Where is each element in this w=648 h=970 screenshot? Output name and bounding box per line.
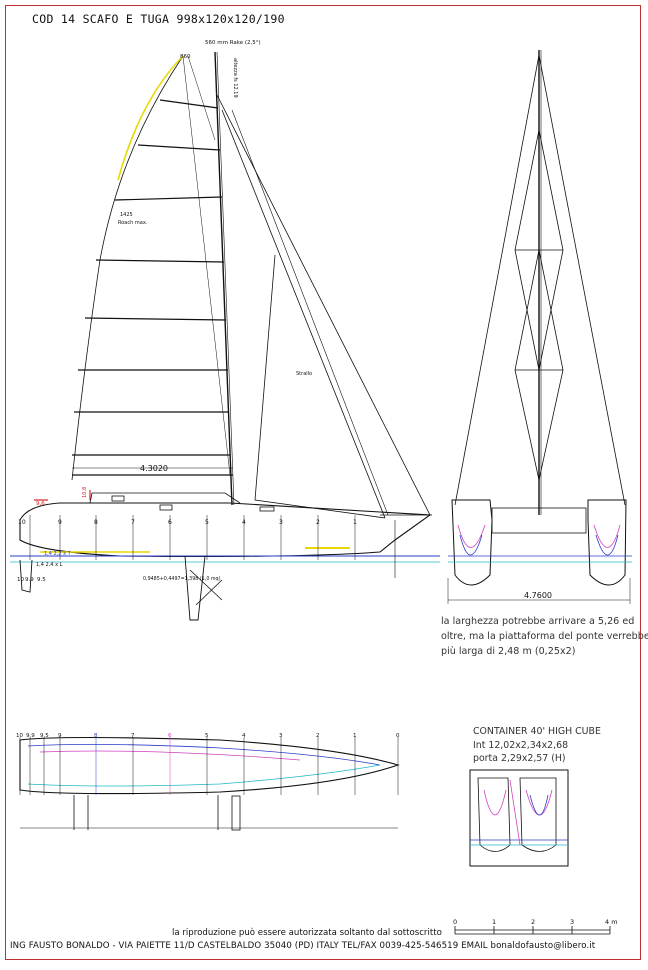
svg-text:4 m: 4 m: [605, 918, 618, 926]
plan-station-labels: 10 9.9 9.5 9 8 7 6 5 4 3 2 1 0: [16, 733, 400, 739]
beam-dimension-label: 4.7600: [524, 591, 552, 600]
svg-text:9.9: 9.9: [25, 577, 34, 583]
svg-text:10: 10: [18, 519, 26, 526]
svg-text:2: 2: [316, 733, 320, 739]
sail-plan: [10, 51, 440, 621]
svg-text:1: 1: [353, 519, 357, 526]
reproduction-notice: la riproduzione può essere autorizzata s…: [172, 928, 442, 938]
container-note: CONTAINER 40' HIGH CUBE Int 12,02x2,34x2…: [473, 725, 601, 766]
svg-text:4: 4: [242, 733, 246, 739]
forestay: [216, 94, 431, 516]
svg-text:3: 3: [279, 519, 283, 526]
svg-text:1: 1: [353, 733, 357, 739]
scale-bar-ticks: 0 1 2 3 4 m: [453, 918, 618, 926]
container-note-line: CONTAINER 40' HIGH CUBE: [473, 726, 601, 737]
svg-text:9: 9: [58, 519, 62, 526]
drawing-labels: 560 mm Rake (2,5°) 860 altezza fs 12.19 …: [16, 40, 618, 926]
front-hull-left: [451, 499, 493, 586]
plan-view: [19, 736, 400, 831]
scale-bar: [454, 926, 611, 935]
boom-dimension-label: 4.3020: [140, 464, 168, 473]
svg-text:4: 4: [242, 519, 246, 526]
svg-text:9: 9: [58, 733, 62, 739]
front-view: [447, 50, 632, 604]
jib-leech: [254, 254, 386, 519]
keel-labels: 10 9.9 9.5: [17, 577, 46, 583]
svg-text:10: 10: [16, 733, 23, 739]
drawing-frame: [5, 5, 641, 960]
front-hull-right: [587, 499, 627, 586]
width-note-line: la larghezza potrebbe arrivare a 5,26 ed: [441, 616, 635, 627]
svg-text:0: 0: [453, 918, 457, 926]
svg-text:9.5: 9.5: [40, 733, 49, 739]
top-value-label: 860: [180, 54, 191, 60]
plan-hull-outline: [19, 736, 400, 795]
waterline-label-b: 1,4 2,4 x L: [36, 562, 63, 568]
svg-text:9.9: 9.9: [26, 733, 35, 739]
mast-height-label: altezza fs 12.19: [232, 58, 238, 98]
designer-contact: ING FAUSTO BONALDO - VIA PAIETTE 11/D CA…: [10, 941, 596, 951]
mainsail-leech: [71, 55, 184, 481]
svg-text:1: 1: [492, 918, 496, 926]
svg-text:5: 5: [205, 733, 209, 739]
svg-text:3: 3: [570, 918, 574, 926]
jib-label: Strallo: [296, 371, 312, 377]
width-note-line: più larga di 2,48 m (0,25x2): [441, 646, 576, 657]
container-note-line: Int 12,02x2,34x2,68: [473, 739, 569, 751]
mast: [214, 51, 233, 506]
svg-text:10: 10: [17, 577, 24, 583]
svg-text:8: 8: [94, 733, 98, 739]
draft-label: 0,9485+0,4497=1,398 (1,0 mq): [143, 576, 221, 582]
svg-text:0: 0: [396, 733, 400, 739]
width-note-line: oltre, ma la piattaforma del ponte verre…: [441, 631, 648, 642]
svg-text:3: 3: [279, 733, 283, 739]
svg-text:8: 8: [94, 519, 98, 526]
width-note: la larghezza potrebbe arrivare a 5,26 ed…: [441, 614, 648, 659]
svg-text:6: 6: [168, 733, 172, 739]
rake-label: 560 mm Rake (2,5°): [205, 40, 261, 46]
daggerboard: [184, 555, 206, 621]
svg-text:2: 2: [531, 918, 535, 926]
red-dimension-a: 9,6: [36, 501, 45, 507]
svg-text:6: 6: [168, 519, 172, 526]
rudder: [19, 559, 33, 593]
svg-text:7: 7: [131, 733, 135, 739]
svg-text:5: 5: [205, 519, 209, 526]
waterline-label-a: 1,4 2,2 x T: [44, 551, 72, 557]
hull-profile: [19, 502, 432, 558]
roach-label: 1425: [120, 212, 133, 218]
container-note-line: porta 2,29x2,57 (H): [473, 753, 566, 764]
drawing-title: COD 14 SCAFO E TUGA 998x120x120/190: [32, 12, 285, 26]
container-sketch: [469, 769, 569, 867]
profile-station-labels: 10 9 8 7 6 5 4 3 2 1: [18, 519, 357, 526]
svg-text:2: 2: [316, 519, 320, 526]
roach-sub-label: Roach max.: [118, 220, 148, 226]
mainsail-battens: [72, 99, 230, 456]
svg-text:7: 7: [131, 519, 135, 526]
jib-luff: [221, 109, 386, 519]
red-dimension-b: 10,8: [82, 487, 88, 498]
svg-text:9.5: 9.5: [37, 577, 46, 583]
